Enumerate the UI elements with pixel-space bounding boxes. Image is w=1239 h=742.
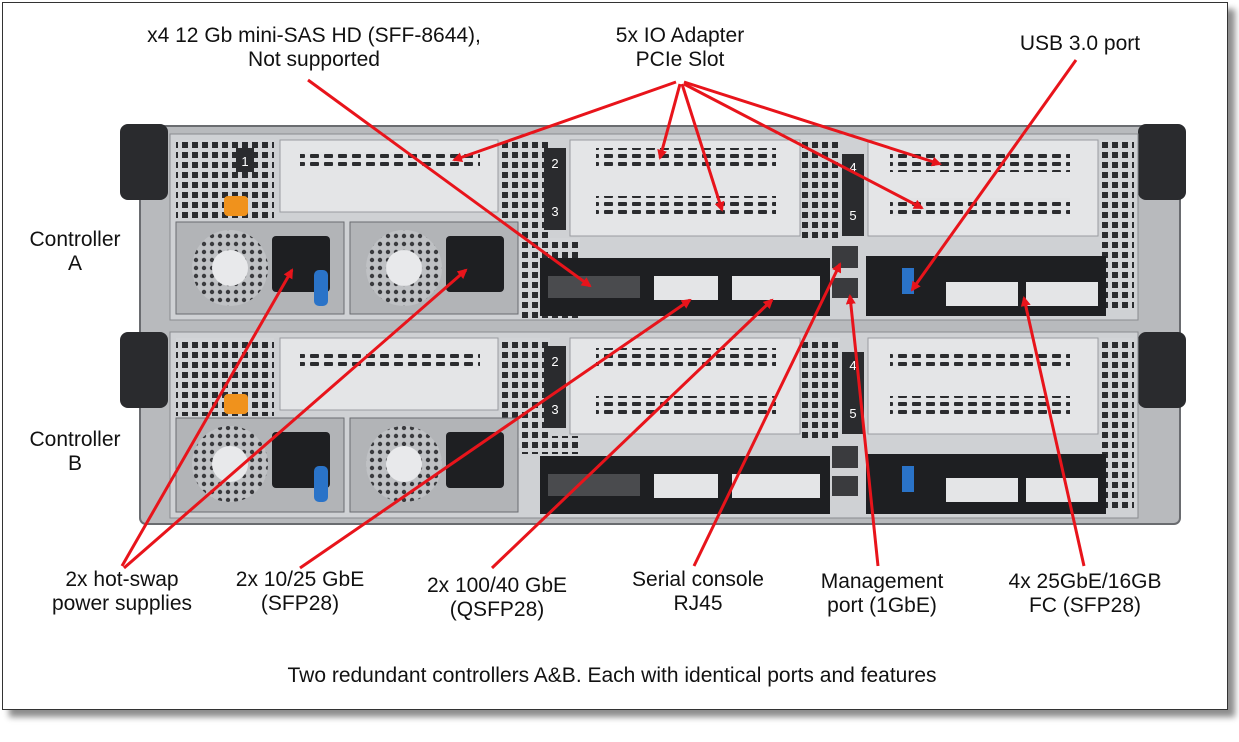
rack-ear-right-top: [1138, 124, 1186, 200]
controller-a-canister: 1 2 3 4 5: [169, 133, 1139, 321]
slot-number: 1: [241, 154, 248, 169]
usb-label: USB 3.0 port: [1019, 32, 1141, 55]
slot-number: 5: [849, 208, 856, 223]
io-arrow-4: [683, 80, 942, 167]
io-arrow-3: [680, 83, 725, 212]
psu-arrow-2: [123, 268, 468, 570]
io-arrow-1: [452, 80, 677, 163]
usb-arrow: [910, 59, 1078, 292]
sas-arrow: [307, 78, 592, 288]
rack-ear-right-bottom: [1138, 332, 1186, 408]
controller-b-canister: 2 3 4 5: [169, 331, 1139, 519]
slot-number: 3: [551, 402, 558, 417]
slot-number: 4: [849, 358, 856, 373]
qsfp28-arrow: [490, 298, 774, 570]
psu-arrow-1: [120, 268, 294, 567]
io-arrow-2: [657, 83, 682, 160]
sas-label: x4 12 Gb mini-SAS HD (SFF-8644),Not supp…: [147, 24, 481, 71]
sfp28-arrow: [299, 298, 692, 570]
slot-number: 2: [551, 354, 558, 369]
diagram-caption: Two redundant controllers A&B. Each with…: [287, 664, 937, 687]
rack-ear-left-bottom: [120, 332, 168, 408]
slot-number: 4: [849, 160, 856, 175]
slot-number: 3: [551, 204, 558, 219]
slot-number: 5: [849, 406, 856, 421]
io-arrow-5: [683, 82, 924, 210]
slot-number: 2: [551, 156, 558, 171]
fc-arrow: [1020, 296, 1086, 567]
serial-arrow: [692, 262, 842, 567]
qsfp28-label: 2x 100/40 GbE(QSFP28): [426, 574, 568, 621]
sfp28-label: 2x 10/25 GbE(SFP28): [235, 568, 365, 615]
management-arrow: [845, 294, 880, 567]
rack-ear-left-top: [120, 124, 168, 200]
